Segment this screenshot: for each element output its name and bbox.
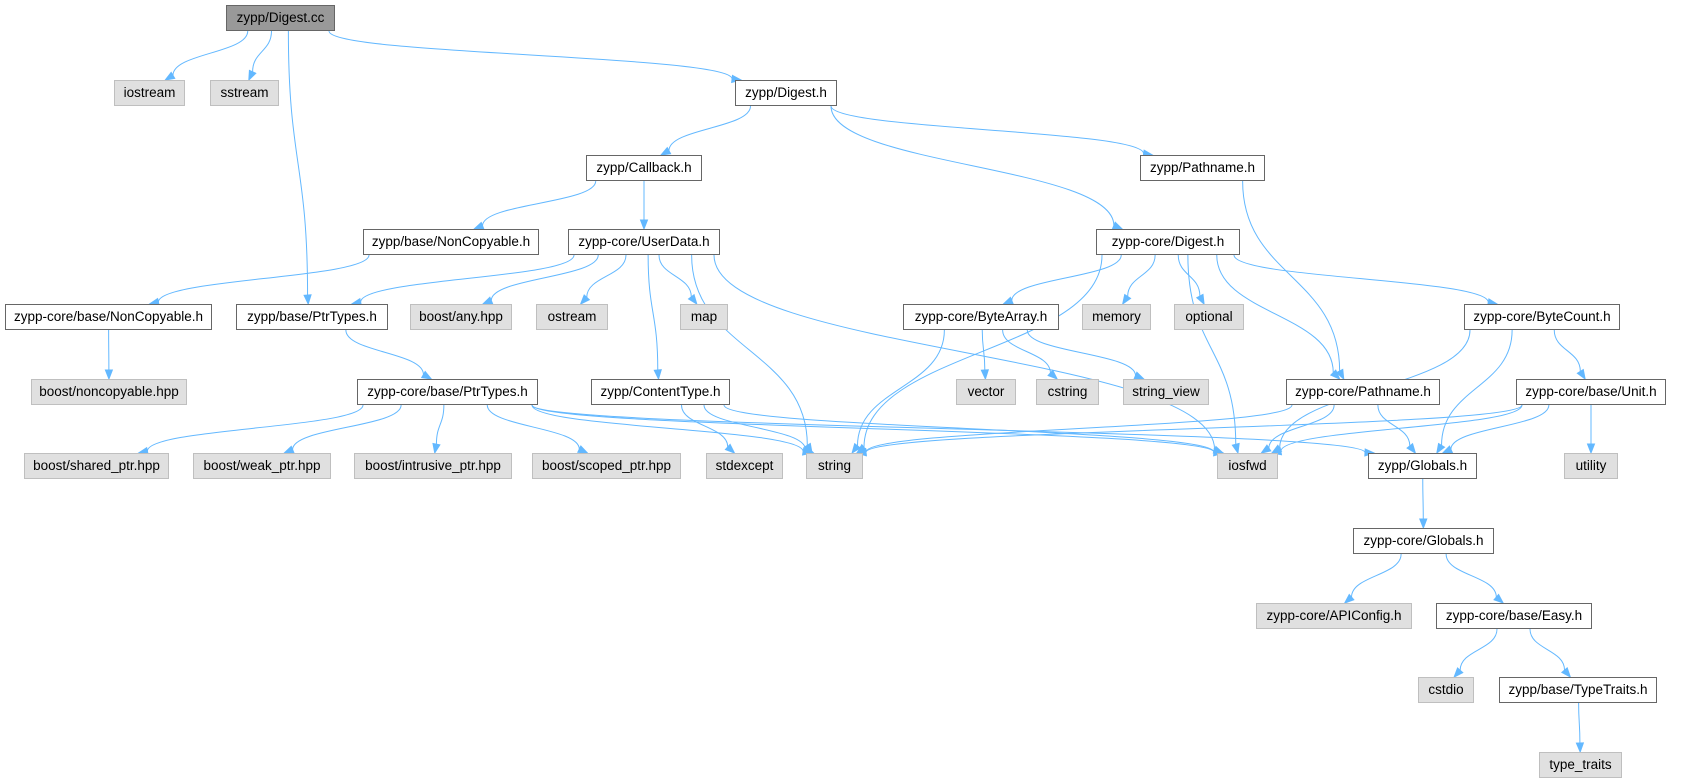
edge-zypp_digest_h-to-zypp_pathname_h [830, 105, 1154, 158]
edge-bytecount_h-to-zypp_globals_h [1436, 329, 1513, 455]
edge-zypp_globals_h-to-core_globals_h [1419, 478, 1428, 530]
edge-core_pathname_h-to-zypp_globals_h [1377, 404, 1417, 455]
node-boost-any-hpp[interactable]: boost/any.hpp [410, 304, 512, 330]
node-zypp-base-ptrtypes-h[interactable]: zypp/base/PtrTypes.h [236, 304, 388, 330]
node-zypp-contenttype-h[interactable]: zypp/ContentType.h [591, 379, 730, 405]
edge-userdata_h-to-iosfwd [713, 254, 1225, 454]
edge-zypp_pathname_h-to-core_pathname_h [1242, 180, 1345, 381]
node-zypp-core-base-unit-h[interactable]: zypp-core/base/Unit.h [1516, 379, 1666, 405]
edge-digest_cc-to-sstream [248, 30, 272, 82]
node-cstring[interactable]: cstring [1036, 379, 1099, 405]
node-zypp-callback-h[interactable]: zypp/Callback.h [586, 155, 702, 181]
node-zypp-digest-h[interactable]: zypp/Digest.h [735, 80, 837, 106]
edge-userdata_h-to-contenttype_h [647, 254, 662, 381]
node-vector[interactable]: vector [956, 379, 1016, 405]
edge-contenttype_h-to-string [703, 404, 815, 454]
edge-core_digest_h-to-bytearray_h [1002, 254, 1122, 305]
node-sstream[interactable]: sstream [210, 80, 279, 106]
node-utility[interactable]: utility [1564, 453, 1618, 479]
node-zypp-core-bytearray-h[interactable]: zypp-core/ByteArray.h [903, 304, 1059, 330]
node-ostream[interactable]: ostream [536, 304, 608, 330]
edge-core_digest_h-to-memory [1121, 254, 1156, 306]
edge-userdata_h-to-boost_any [481, 254, 599, 305]
node-memory[interactable]: memory [1082, 304, 1151, 330]
edge-base_ptrtypes_h-to-core_ptrtypes_h [345, 329, 433, 380]
edge-core_digest_h-to-bytecount_h [1233, 254, 1499, 307]
edge-unit_h-to-iosfwd [1270, 404, 1523, 456]
edge-userdata_h-to-base_ptrtypes_h [350, 254, 575, 307]
node-cstdio[interactable]: cstdio [1418, 677, 1474, 703]
edge-bytecount_h-to-unit_h [1553, 329, 1586, 381]
node-zypp-core-base-ptrtypes-h[interactable]: zypp-core/base/PtrTypes.h [357, 379, 538, 405]
edge-digest_cc-to-base_ptrtypes_h [287, 30, 312, 306]
node-zypp-core-bytecount-h[interactable]: zypp-core/ByteCount.h [1464, 304, 1620, 330]
edge-zypp_digest_h-to-callback_h [659, 105, 751, 156]
edge-digest_cc-to-iostream [164, 30, 249, 81]
edge-bytearray_h-to-cstring [1002, 329, 1059, 380]
node-optional[interactable]: optional [1174, 304, 1244, 330]
edge-easy_h-to-typetraits_h [1529, 628, 1572, 679]
node-zypp-core-apiconfig-h[interactable]: zypp-core/APIConfig.h [1256, 603, 1412, 629]
edge-typetraits_h-to-type_traits [1575, 702, 1585, 754]
edge-core_noncopyable_h-to-boost_noncopyable [104, 329, 114, 381]
edge-core_ptrtypes_h-to-scoped_ptr [486, 404, 589, 454]
edge-unit_h-to-utility [1586, 405, 1596, 455]
edge-unit_h-to-zypp_globals_h [1441, 404, 1550, 454]
node-zypp-base-typetraits-h[interactable]: zypp/base/TypeTraits.h [1499, 677, 1657, 703]
edge-core_ptrtypes_h-to-string [531, 404, 814, 456]
edge-core_ptrtypes_h-to-weak_ptr [282, 404, 402, 454]
edge-core_digest_h-to-iosfwd [1187, 254, 1240, 455]
node-boost-noncopyable-hpp[interactable]: boost/noncopyable.hpp [31, 379, 187, 405]
edge-core_globals_h-to-easy_h [1445, 553, 1505, 604]
edge-core_ptrtypes_h-to-intrusive_ptr [432, 404, 445, 455]
edge-core_digest_h-to-optional [1177, 254, 1205, 306]
edge-core_globals_h-to-apiconfig_h [1343, 553, 1402, 604]
edge-digest_cc-to-zypp_digest_h [328, 30, 743, 84]
node-zypp-core-base-noncopyable-h[interactable]: zypp-core/base/NonCopyable.h [5, 304, 212, 330]
node-zypp-core-pathname-h[interactable]: zypp-core/Pathname.h [1286, 379, 1440, 405]
node-zypp-core-digest-h[interactable]: zypp-core/Digest.h [1096, 229, 1240, 255]
node-stdexcept[interactable]: stdexcept [706, 453, 783, 479]
edge-core_digest_h-to-core_pathname_h [1216, 254, 1341, 380]
node-zypp-core-base-easy-h[interactable]: zypp-core/base/Easy.h [1436, 603, 1592, 629]
node-zypp-core-globals-h[interactable]: zypp-core/Globals.h [1353, 528, 1494, 554]
edge-callback_h-to-base_noncopyable_h [472, 180, 597, 230]
node-string[interactable]: string [806, 453, 863, 479]
node-zypp-base-noncopyable-h[interactable]: zypp/base/NonCopyable.h [363, 229, 539, 255]
node-boost-scoped-ptr-hpp[interactable]: boost/scoped_ptr.hpp [532, 453, 681, 479]
node-boost-weak-ptr-hpp[interactable]: boost/weak_ptr.hpp [193, 453, 331, 479]
edge-easy_h-to-cstdio [1453, 628, 1498, 679]
edge-bytearray_h-to-string_view [1026, 329, 1146, 380]
edge-userdata_h-to-map [658, 254, 698, 306]
node-map[interactable]: map [680, 304, 728, 330]
node-zypp-digest-cc[interactable]: zypp/Digest.cc [226, 5, 335, 31]
node-iosfwd[interactable]: iosfwd [1217, 453, 1278, 479]
node-zypp-globals-h[interactable]: zypp/Globals.h [1368, 453, 1477, 479]
node-zypp-pathname-h[interactable]: zypp/Pathname.h [1140, 155, 1265, 181]
node-boost-intrusive-ptr-hpp[interactable]: boost/intrusive_ptr.hpp [354, 453, 512, 479]
edge-core_ptrtypes_h-to-iosfwd [531, 404, 1225, 457]
node-string-view[interactable]: string_view [1123, 379, 1209, 405]
edge-core_ptrtypes_h-to-shared_ptr [137, 404, 364, 456]
node-boost-shared-ptr-hpp[interactable]: boost/shared_ptr.hpp [24, 453, 169, 479]
edge-callback_h-to-userdata_h [639, 181, 649, 231]
edge-userdata_h-to-ostream [579, 254, 627, 306]
node-type-traits[interactable]: type_traits [1539, 752, 1622, 778]
edge-core_digest_h-to-string [855, 254, 1103, 454]
node-iostream[interactable]: iostream [114, 80, 185, 106]
edge-bytearray_h-to-vector [980, 329, 990, 381]
node-zypp-core-userdata-h[interactable]: zypp-core/UserData.h [568, 229, 720, 255]
edge-core_pathname_h-to-iosfwd [1260, 404, 1335, 454]
edge-zypp_digest_h-to-core_digest_h [830, 105, 1124, 230]
edge-unit_h-to-string [855, 404, 1523, 457]
edge-base_noncopyable_h-to-core_noncopyable_h [148, 254, 370, 307]
edge-bytearray_h-to-string [851, 329, 945, 455]
edge-contenttype_h-to-stdexcept [681, 404, 736, 454]
edge-userdata_h-to-string [691, 254, 813, 455]
edge-core_ptrtypes_h-to-zypp_globals_h [531, 404, 1376, 457]
